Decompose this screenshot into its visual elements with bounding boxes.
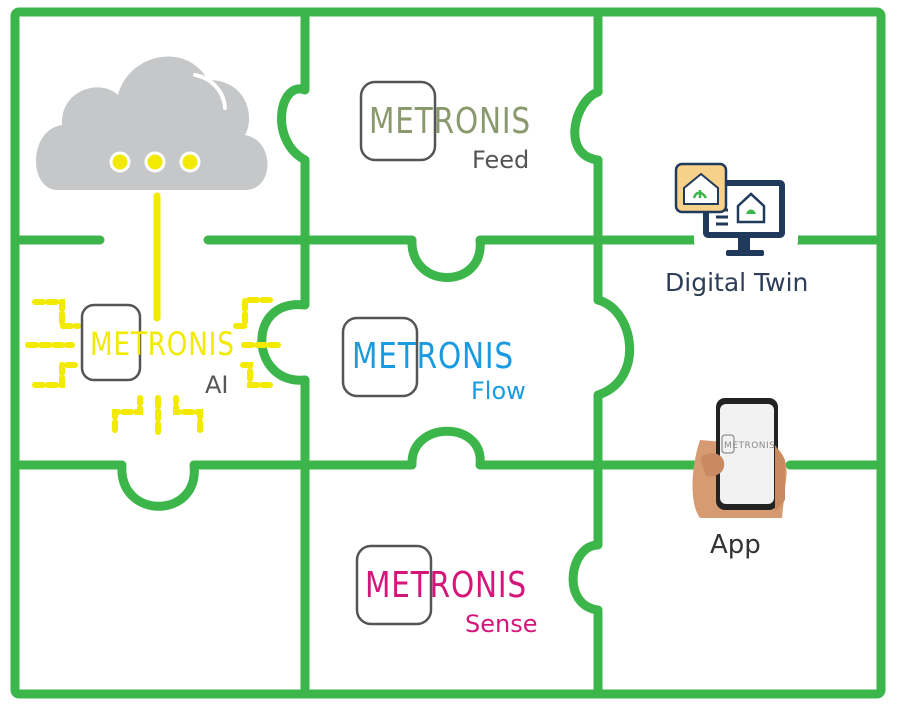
feed-sub: Feed: [472, 146, 530, 174]
ai-circuit-icon: [25, 192, 281, 435]
app-label: App: [710, 530, 761, 560]
cloud-icon: [35, 56, 268, 190]
grid-line-v1: [257, 7, 310, 695]
flow-brand: METRONIS: [352, 336, 514, 377]
feed-logo-box: [359, 80, 437, 162]
ai-logo-box: [80, 303, 142, 382]
flow-sub: Flow: [471, 377, 526, 405]
grid-line-v2: [568, 7, 635, 695]
app-phone-screen-text: METRONIS: [724, 441, 776, 451]
outer-frame: [10, 7, 886, 699]
digital-twin-label: Digital Twin: [665, 268, 809, 297]
ai-sub: AI: [205, 371, 229, 399]
feed-brand: METRONIS: [369, 101, 531, 142]
sense-brand: METRONIS: [365, 565, 527, 606]
phone-in-hand-icon: [692, 398, 787, 518]
monitor-house-icon: [674, 162, 798, 256]
sense-sub: Sense: [465, 610, 538, 638]
sense-logo-box: [355, 544, 433, 626]
ai-brand: METRONIS: [90, 325, 235, 363]
grid-line-h1: [15, 235, 881, 282]
flow-logo-box: [341, 316, 419, 398]
grid-line-h2: [15, 426, 881, 511]
